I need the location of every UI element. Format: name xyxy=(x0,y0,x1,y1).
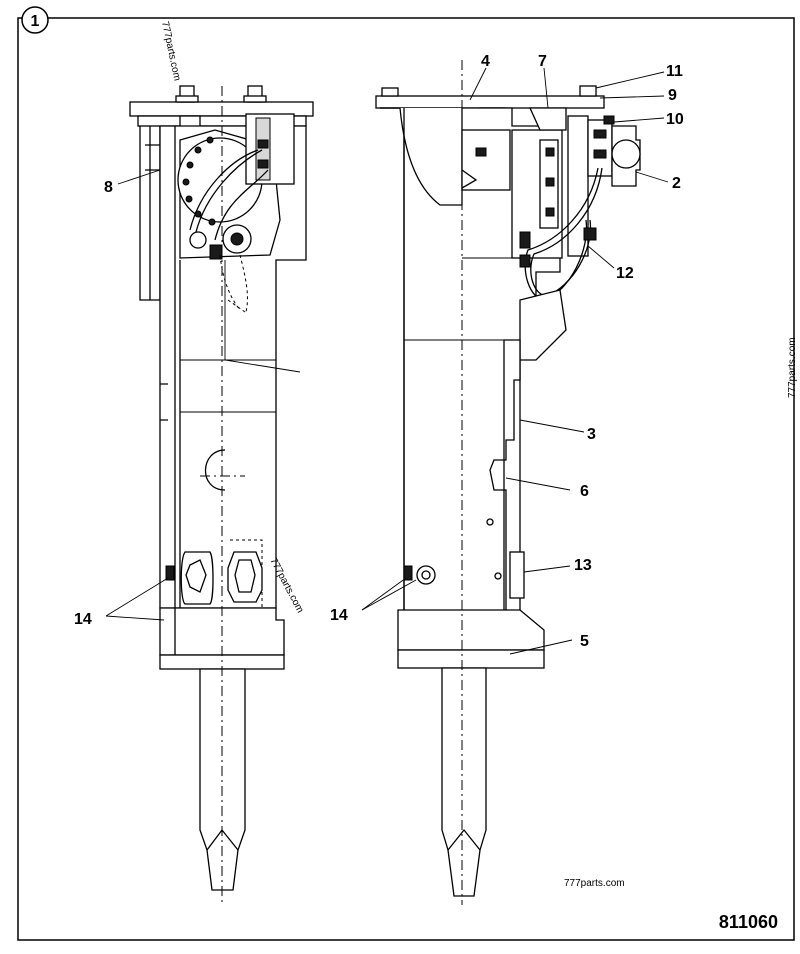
figure-number-circle xyxy=(21,6,49,34)
callout-11: 11 xyxy=(666,63,683,80)
callout-9: 9 xyxy=(668,87,677,104)
watermark-top: 777parts.com xyxy=(159,20,182,82)
watermark-right: 777parts.com xyxy=(787,337,798,398)
figure-number: 1 xyxy=(31,13,40,30)
front-view xyxy=(129,85,314,905)
drawing-number: 811060 xyxy=(719,912,778,932)
callout-13: 13 xyxy=(574,557,592,574)
side-view xyxy=(375,60,641,905)
callout-2: 2 xyxy=(672,175,681,192)
callout-7: 7 xyxy=(538,53,547,70)
callout-3: 3 xyxy=(587,426,596,443)
leader-lines xyxy=(105,67,669,655)
drawing-frame xyxy=(17,17,795,941)
callout-5: 5 xyxy=(580,633,589,650)
watermark-bottom: 777parts.com xyxy=(564,878,625,889)
callout-8: 8 xyxy=(104,179,113,196)
callout-14-side: 14 xyxy=(330,607,348,624)
callout-6: 6 xyxy=(580,483,589,500)
bolt-circle xyxy=(182,136,216,226)
callout-14-front: 14 xyxy=(74,611,92,628)
callouts: 8 4 7 11 9 10 2 12 3 6 13 5 14 14 xyxy=(74,53,684,650)
callout-4: 4 xyxy=(481,53,490,70)
callout-10: 10 xyxy=(666,111,684,128)
callout-12: 12 xyxy=(616,265,634,282)
